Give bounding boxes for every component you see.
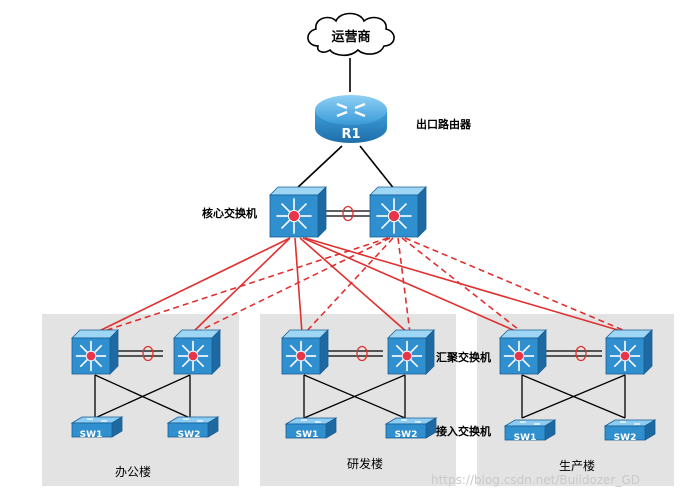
access-switch-icon bbox=[384, 417, 438, 439]
building-name-rnd: 研发楼 bbox=[347, 457, 384, 471]
l3-switch-icon bbox=[605, 329, 653, 375]
port-channel-core bbox=[342, 205, 354, 222]
uplinks bbox=[294, 58, 396, 191]
cloud-icon bbox=[307, 12, 395, 57]
access-switch-icon bbox=[70, 416, 124, 438]
core-switch-caption: 核心交换机 bbox=[202, 207, 257, 220]
access-switch-icon bbox=[284, 417, 338, 439]
access-switch-label: SW2 bbox=[614, 433, 637, 443]
l3-switch-icon bbox=[499, 329, 547, 375]
access-switch-icon bbox=[503, 419, 557, 441]
access-switch-icon bbox=[166, 416, 220, 438]
access-switch-label: SW2 bbox=[395, 430, 418, 440]
building-name-office: 办公楼 bbox=[115, 465, 152, 479]
l3-switch-icon bbox=[281, 329, 329, 375]
access-switch-label: SW1 bbox=[296, 430, 319, 440]
router-label: R1 bbox=[341, 127, 360, 142]
watermark-text: https://blog.csdn.net/Buildozer_GD bbox=[431, 473, 640, 487]
isp-label: 运营商 bbox=[331, 29, 370, 45]
port-channel-office bbox=[142, 345, 154, 362]
core-interlink bbox=[322, 210, 372, 217]
router-caption: 出口路由器 bbox=[416, 118, 471, 131]
router-icon bbox=[315, 95, 387, 143]
core-to-agg-dashed bbox=[97, 237, 631, 334]
port-channel-rnd bbox=[356, 345, 368, 362]
l3-switch-icon bbox=[387, 329, 435, 375]
building-links bbox=[94, 350, 626, 419]
access-switch-caption: 接入交换机 bbox=[436, 425, 491, 438]
access-switch-icon bbox=[603, 419, 657, 441]
l3-switch-icon bbox=[173, 329, 221, 375]
access-switch-label: SW2 bbox=[178, 430, 201, 440]
building-name-production: 生产楼 bbox=[559, 459, 596, 473]
l3-switch-icon bbox=[369, 186, 427, 238]
access-switch-label: SW1 bbox=[80, 430, 103, 440]
aggregation-switch-caption: 汇聚交换机 bbox=[436, 351, 491, 364]
port-channel-production bbox=[575, 345, 587, 362]
l3-switch-icon bbox=[71, 329, 119, 375]
access-switch-label: SW1 bbox=[514, 433, 537, 443]
l3-switch-icon bbox=[269, 186, 327, 238]
